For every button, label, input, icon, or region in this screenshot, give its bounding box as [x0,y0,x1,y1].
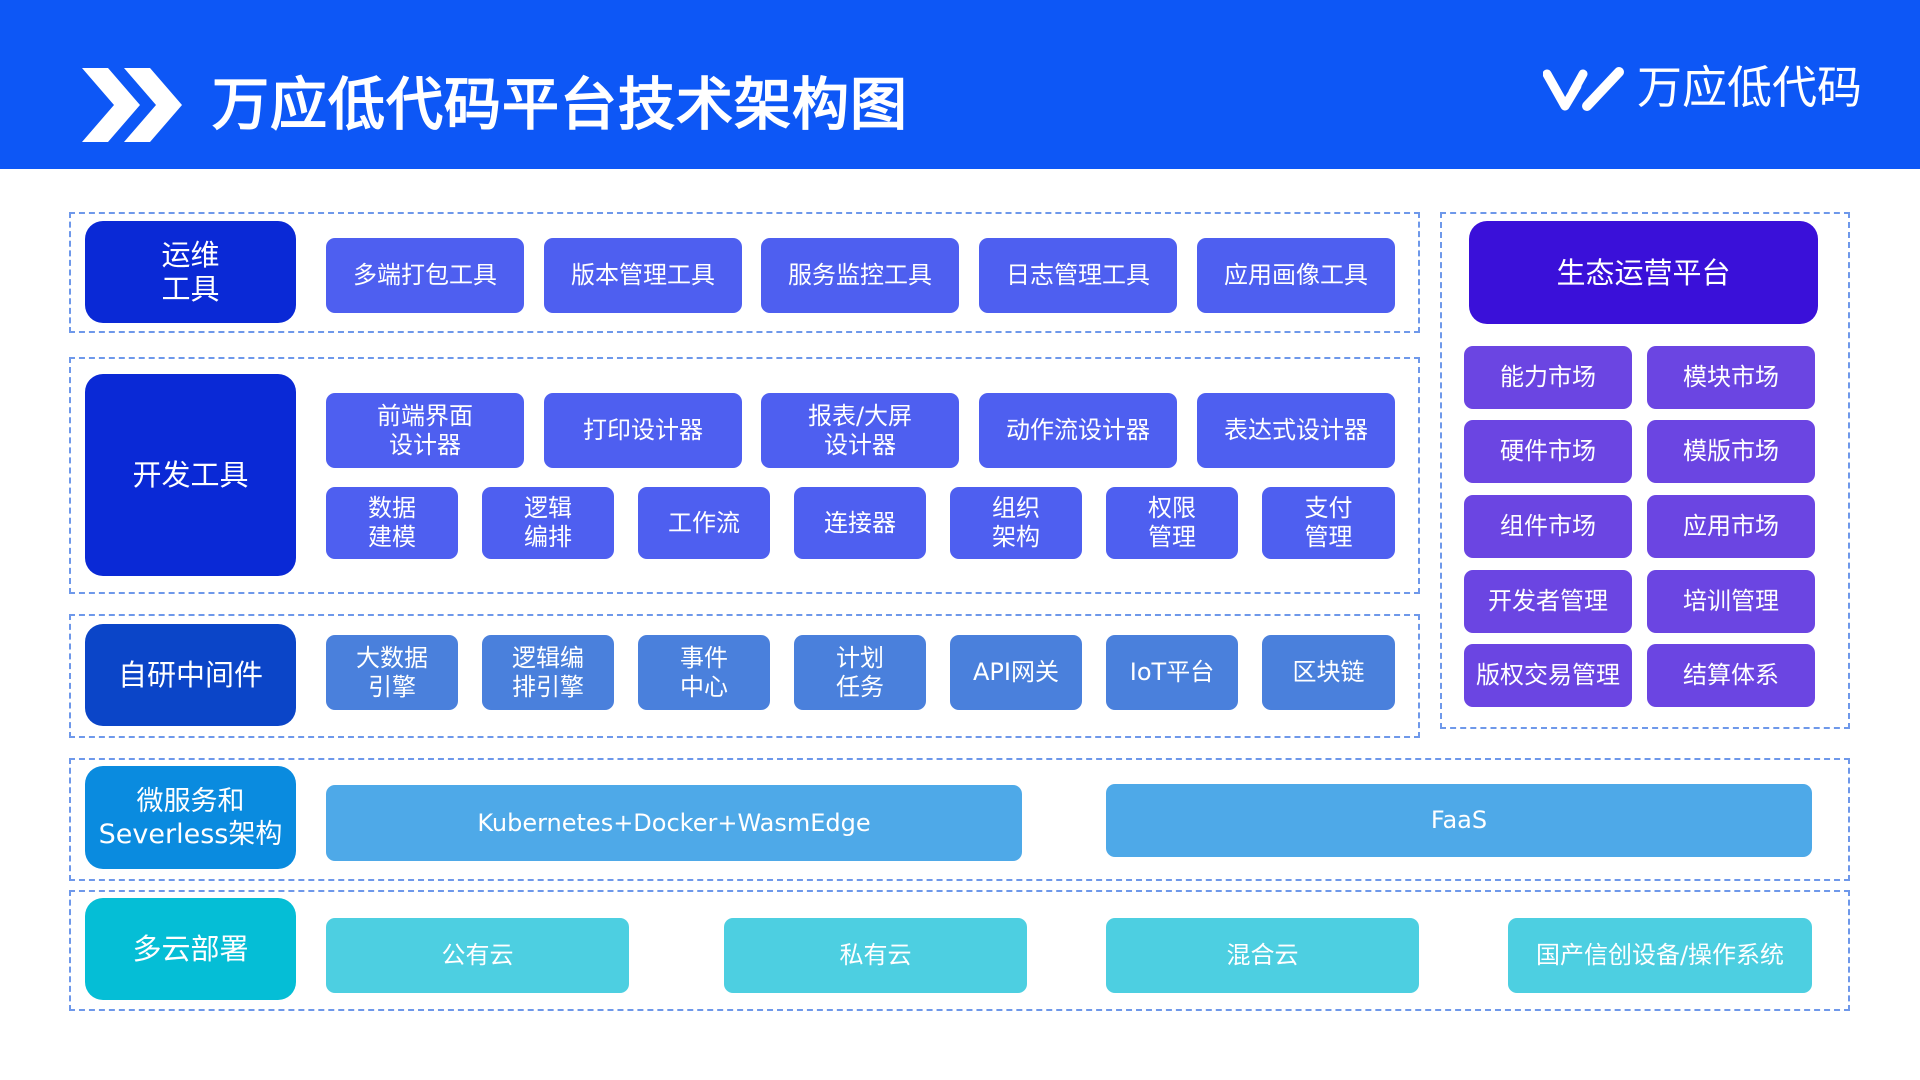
middleware-item: 事件 中心 [638,635,770,710]
cloud-item: 混合云 [1106,918,1419,993]
middleware-label: 自研中间件 [85,624,296,726]
chevron-right-icon [82,68,140,142]
microservice-item: FaaS [1106,784,1812,857]
ecosystem-item: 能力市场 [1464,346,1632,409]
ops-tool-item: 日志管理工具 [979,238,1177,313]
microservice-item: Kubernetes+Docker+WasmEdge [326,785,1022,861]
ecosystem-item: 组件市场 [1464,495,1632,558]
chevron-right-icon [124,68,182,142]
ops-tools-label: 运维 工具 [85,221,296,323]
ops-section-border [69,212,1420,333]
ecosystem-item: 结算体系 [1647,644,1815,707]
ecosystem-item: 版权交易管理 [1464,644,1632,707]
microservice-label: 微服务和 Severless架构 [85,766,296,869]
ops-tool-item: 多端打包工具 [326,238,524,313]
dev-module-item: 支付 管理 [1262,487,1395,559]
dev-module-item: 数据 建模 [326,487,458,559]
middleware-item: IoT平台 [1106,635,1238,710]
microservice-section-border [69,758,1850,881]
dev-module-item: 逻辑 编排 [482,487,614,559]
ecosystem-section-border [1440,212,1850,729]
dev-tool-item: 前端界面 设计器 [326,393,524,468]
ecosystem-item: 硬件市场 [1464,420,1632,483]
ecosystem-item: 开发者管理 [1464,570,1632,633]
ops-tool-item: 服务监控工具 [761,238,959,313]
middleware-item: 计划 任务 [794,635,926,710]
cloud-deployment-label: 多云部署 [85,898,296,1000]
cloud-item: 国产信创设备/操作系统 [1508,918,1812,993]
brand-name: 万应低代码 [1637,61,1863,114]
ecosystem-item: 模块市场 [1647,346,1815,409]
dev-tool-item: 报表/大屏 设计器 [761,393,959,468]
dev-module-item: 权限 管理 [1106,487,1238,559]
ecosystem-platform-title: 生态运营平台 [1469,221,1818,324]
ops-tool-item: 应用画像工具 [1197,238,1395,313]
page-title: 万应低代码平台技术架构图 [212,72,908,138]
dev-tool-item: 打印设计器 [544,393,742,468]
ops-tool-item: 版本管理工具 [544,238,742,313]
brand-logo-icon [1543,67,1624,111]
cloud-item: 私有云 [724,918,1027,993]
dev-module-item: 工作流 [638,487,770,559]
middleware-item: 逻辑编 排引擎 [482,635,614,710]
middleware-section-border [69,614,1420,738]
cloud-section-border [69,890,1850,1011]
ecosystem-item: 应用市场 [1647,495,1815,558]
cloud-item: 公有云 [326,918,629,993]
middleware-item: 区块链 [1262,635,1395,710]
dev-tools-label: 开发工具 [85,374,296,576]
dev-section-border [69,357,1420,594]
ecosystem-item: 培训管理 [1647,570,1815,633]
ecosystem-item: 模版市场 [1647,420,1815,483]
header-bar: 万应低代码平台技术架构图 万应低代码 [0,0,1920,169]
dev-tool-item: 动作流设计器 [979,393,1177,468]
dev-tool-item: 表达式设计器 [1197,393,1395,468]
middleware-item: API网关 [950,635,1082,710]
dev-module-item: 连接器 [794,487,926,559]
dev-module-item: 组织 架构 [950,487,1082,559]
middleware-item: 大数据 引擎 [326,635,458,710]
